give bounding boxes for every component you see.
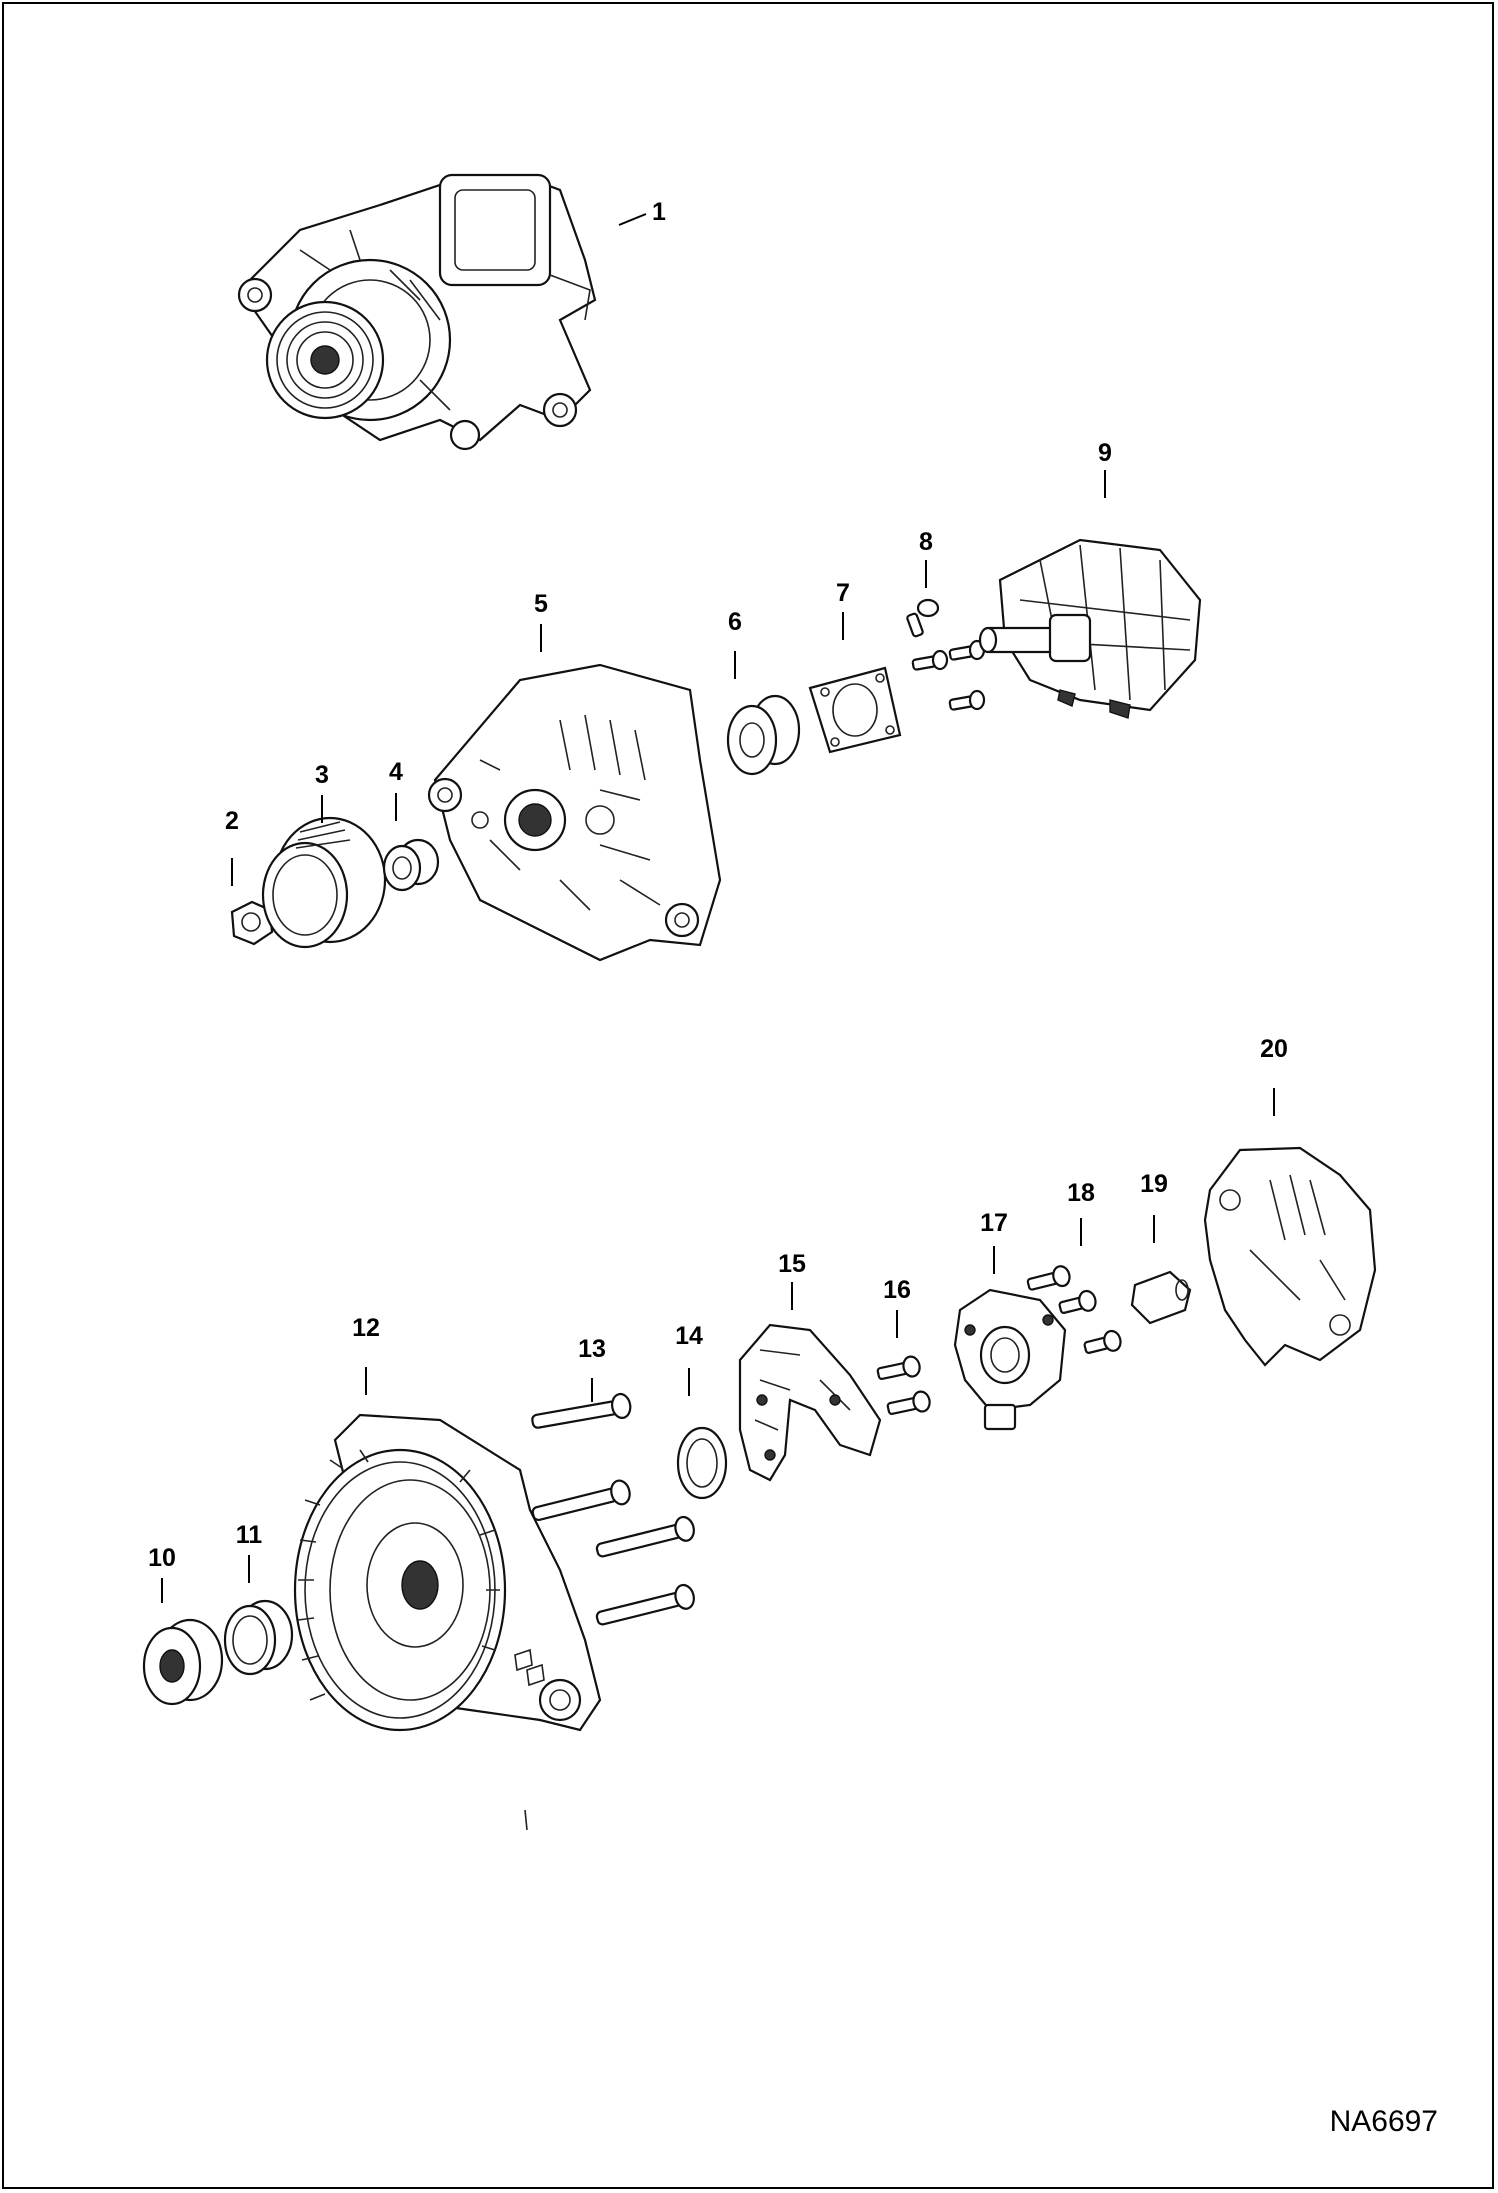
alternator-assembly-icon — [237, 173, 597, 451]
insulator-ring-icon — [676, 1426, 728, 1500]
callout-17: 17 — [980, 1209, 1008, 1237]
leader-lines — [161, 213, 1275, 1603]
callout-6: 6 — [728, 608, 742, 636]
callout-8: 8 — [919, 528, 933, 556]
callout-5: 5 — [534, 590, 548, 618]
retainer-screw-icon — [906, 598, 986, 711]
callout-1: 1 — [652, 198, 666, 226]
terminal-insulator-icon — [1130, 1270, 1192, 1325]
front-housing-icon — [427, 663, 722, 962]
leader-line-1 — [618, 213, 647, 226]
callout-10: 10 — [148, 1544, 176, 1572]
rotor-icon — [978, 538, 1202, 719]
callout-2: 2 — [225, 807, 239, 835]
callout-7: 7 — [836, 579, 850, 607]
bearing-sleeve-icon — [223, 1599, 294, 1676]
callout-14: 14 — [675, 1322, 703, 1350]
regulator-screw-icon — [1026, 1265, 1122, 1354]
callout-20: 20 — [1260, 1035, 1288, 1063]
rectifier-icon — [738, 1323, 882, 1482]
spacer-collar-icon — [382, 838, 440, 892]
pulley-icon — [261, 816, 387, 949]
callout-18: 18 — [1067, 1179, 1095, 1207]
rectifier-screw-icon — [876, 1355, 931, 1416]
callout-3: 3 — [315, 761, 329, 789]
callout-12: 12 — [352, 1314, 380, 1342]
front-bearing-icon — [726, 694, 801, 776]
callout-16: 16 — [883, 1276, 911, 1304]
callout-labels: 1 2 3 4 5 6 7 8 9 10 11 12 13 14 15 16 1… — [148, 198, 1288, 1572]
callout-11: 11 — [236, 1521, 263, 1549]
drawing-reference-number: NA6697 — [1329, 2105, 1438, 2138]
callout-15: 15 — [778, 1250, 806, 1278]
callout-4: 4 — [389, 758, 403, 786]
regulator-brush-holder-icon — [953, 1288, 1067, 1431]
through-bolt-icon — [531, 1392, 695, 1626]
bearing-retainer-plate-icon — [808, 666, 902, 754]
callout-19: 19 — [1140, 1170, 1168, 1198]
callout-13: 13 — [578, 1335, 606, 1363]
rear-bearing-icon — [142, 1618, 224, 1706]
stator-rear-housing-icon — [293, 1413, 602, 1831]
callout-9: 9 — [1098, 439, 1112, 467]
rear-cover-icon — [1203, 1146, 1377, 1367]
pulley-nut-icon — [230, 900, 274, 946]
